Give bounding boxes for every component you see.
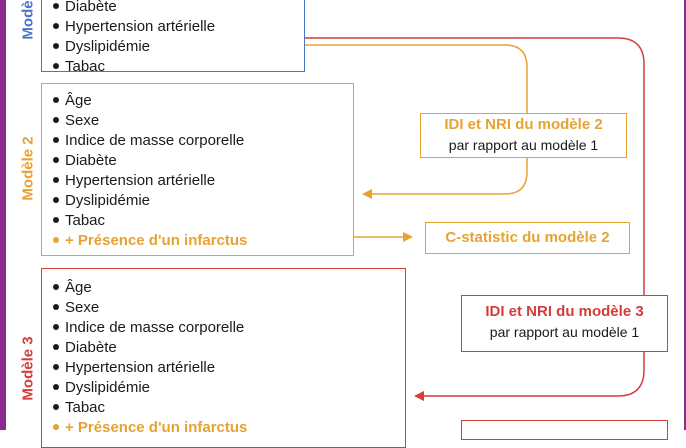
bullet-icon xyxy=(53,304,59,311)
model2-box: Âge Sexe Indice de masse corporelle Diab… xyxy=(41,83,354,256)
model2-variable-list: Âge Sexe Indice de masse corporelle Diab… xyxy=(53,91,353,251)
model3-box: Âge Sexe Indice de masse corporelle Diab… xyxy=(41,268,406,448)
model3-next-box xyxy=(461,420,668,440)
bullet-icon xyxy=(53,3,59,10)
figure-frame-left xyxy=(0,0,6,430)
idi-nri-model2-subtitle: par rapport au modèle 1 xyxy=(448,137,599,153)
bullet-icon xyxy=(53,177,59,184)
model2-label: Modèle 2 xyxy=(19,136,37,201)
idi-nri-model3-subtitle: par rapport au modèle 1 xyxy=(489,324,640,340)
model1-label: Modèle 1 xyxy=(19,0,37,40)
model2-item: Hypertension artérielle xyxy=(53,171,353,191)
model3-item: Dyslipidémie xyxy=(53,378,405,398)
bullet-icon xyxy=(53,344,59,351)
bullet-icon xyxy=(53,424,59,431)
idi-nri-model3-box: IDI et NRI du modèle 3 par rapport au mo… xyxy=(461,295,668,352)
bullet-icon xyxy=(53,43,59,50)
model2-item: Âge xyxy=(53,91,353,111)
bullet-icon xyxy=(53,23,59,30)
model1-item: Dyslipidémie xyxy=(53,37,304,57)
model2-item: Tabac xyxy=(53,211,353,231)
bullet-icon xyxy=(53,364,59,371)
bullet-icon xyxy=(53,384,59,391)
model1-variable-list: Diabète Hypertension artérielle Dyslipid… xyxy=(53,0,304,77)
bullet-icon xyxy=(53,324,59,331)
bullet-icon xyxy=(53,284,59,291)
idi-nri-model2-title: IDI et NRI du modèle 2 xyxy=(444,116,603,133)
bullet-icon xyxy=(53,404,59,411)
model3-label: Modèle 3 xyxy=(19,336,37,401)
model2-item: Sexe xyxy=(53,111,353,131)
idi-nri-model3-title: IDI et NRI du modèle 3 xyxy=(485,303,644,320)
arrow-model1-to-model3 xyxy=(305,37,645,401)
model3-item: Diabète xyxy=(53,338,405,358)
bullet-icon xyxy=(53,197,59,204)
bullet-icon xyxy=(53,137,59,144)
model1-item: Tabac xyxy=(53,57,304,77)
model3-item: Indice de masse corporelle xyxy=(53,318,405,338)
cstatistic-model2-box: C-statistic du modèle 2 xyxy=(425,222,630,254)
model3-item: Âge xyxy=(53,278,405,298)
model3-item: Hypertension artérielle xyxy=(53,358,405,378)
idi-nri-model2-box: IDI et NRI du modèle 2 par rapport au mo… xyxy=(420,113,627,158)
model1-item: Diabète xyxy=(53,0,304,17)
bullet-icon xyxy=(53,63,59,70)
bullet-icon xyxy=(53,117,59,124)
bullet-icon xyxy=(53,157,59,164)
bullet-icon xyxy=(53,97,59,104)
model3-item: Sexe xyxy=(53,298,405,318)
model1-box: Diabète Hypertension artérielle Dyslipid… xyxy=(41,0,305,75)
model1-item: Hypertension artérielle xyxy=(53,17,304,37)
model3-item-added: + Présence d'un infarctus xyxy=(53,418,405,438)
cstatistic-model2-title: C-statistic du modèle 2 xyxy=(445,229,610,246)
figure-frame-right xyxy=(684,0,686,430)
bullet-icon xyxy=(53,237,59,244)
model3-item: Tabac xyxy=(53,398,405,418)
model2-item: Dyslipidémie xyxy=(53,191,353,211)
model2-item-added: + Présence d'un infarctus xyxy=(53,231,353,251)
model2-item: Indice de masse corporelle xyxy=(53,131,353,151)
model2-item: Diabète xyxy=(53,151,353,171)
model3-variable-list: Âge Sexe Indice de masse corporelle Diab… xyxy=(53,278,405,438)
bullet-icon xyxy=(53,217,59,224)
